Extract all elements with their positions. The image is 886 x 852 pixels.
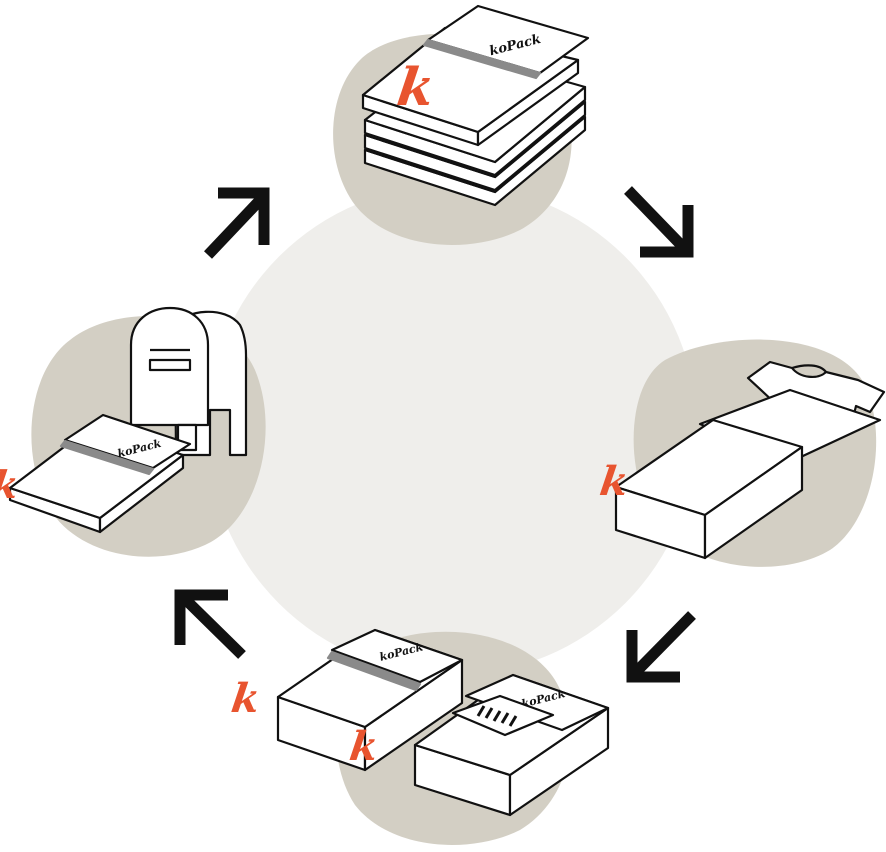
shipping-label xyxy=(451,694,555,737)
logo-k: k xyxy=(597,458,631,505)
barcode-icon xyxy=(476,705,518,727)
logo-k: k xyxy=(393,57,438,118)
stack-of-flat-boxes-icon: koPack k xyxy=(361,4,590,207)
arrow-down-left-icon xyxy=(626,611,696,683)
logo-k: k xyxy=(0,463,21,508)
arrow-up-right-icon xyxy=(204,187,270,259)
mailbox-with-flat-box-icon: koPack k xyxy=(0,306,248,534)
boxes-with-barcode-label-icon: koPack k koPack k xyxy=(229,628,610,817)
arrow-down-right-icon xyxy=(624,186,694,258)
center-circle xyxy=(207,185,697,675)
arrow-up-left-icon xyxy=(174,589,246,659)
logo-k: k xyxy=(229,675,263,722)
logo-k: k xyxy=(347,723,381,770)
open-box-with-tshirt-icon: k xyxy=(597,360,886,560)
